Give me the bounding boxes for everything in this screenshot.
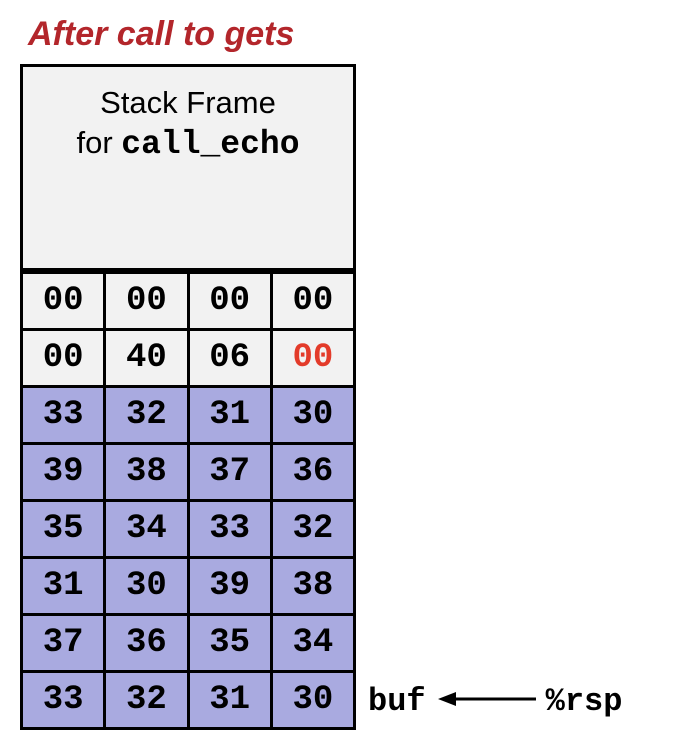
- stack-frame-label: Stack Frame: [100, 85, 276, 120]
- stack-byte: 00: [103, 271, 190, 331]
- return-address-byte: 00: [19, 328, 107, 388]
- stack-frame-call-echo: Stack Frame for call_echo: [20, 64, 356, 271]
- return-address-row: 00 40 06 00: [19, 328, 357, 388]
- buffer-byte: 30: [103, 556, 190, 616]
- stack-byte: 00: [269, 271, 357, 331]
- buf-label: buf: [368, 682, 426, 720]
- buffer-byte: 31: [19, 556, 107, 616]
- buffer-row: 37 36 35 34: [19, 613, 357, 673]
- left-arrow-icon: [437, 689, 538, 714]
- stack-frame-for-text: for: [76, 125, 122, 160]
- function-name-call-echo: call_echo: [121, 126, 300, 163]
- stack-memory-grid: 00 00 00 00 00 40 06 00 33 32 31 30 39 3…: [19, 271, 357, 730]
- buffer-byte: 37: [19, 613, 107, 673]
- buffer-row: 35 34 33 32: [19, 499, 357, 559]
- buffer-byte: 34: [103, 499, 190, 559]
- buffer-byte: 33: [19, 670, 107, 730]
- buffer-byte: 33: [186, 499, 273, 559]
- stack-frame-function-line: for call_echo: [23, 123, 353, 165]
- stack-row: 00 00 00 00: [19, 271, 357, 331]
- buffer-byte: 38: [103, 442, 190, 502]
- buffer-byte: 39: [19, 442, 107, 502]
- buffer-byte: 39: [186, 556, 273, 616]
- buffer-row: 31 30 39 38: [19, 556, 357, 616]
- rsp-register-label: %rsp: [545, 682, 623, 720]
- rsp-pointer: buf %rsp: [368, 676, 622, 726]
- buffer-byte: 38: [269, 556, 357, 616]
- buffer-byte: 31: [186, 670, 273, 730]
- overwritten-byte: 00: [269, 328, 357, 388]
- buffer-byte: 32: [103, 385, 190, 445]
- return-address-byte: 06: [186, 328, 273, 388]
- buffer-byte: 36: [103, 613, 190, 673]
- buffer-byte: 37: [186, 442, 273, 502]
- buffer-byte: 33: [19, 385, 107, 445]
- buffer-byte: 32: [269, 499, 357, 559]
- buffer-byte: 32: [103, 670, 190, 730]
- diagram-title: After call to gets: [28, 15, 295, 53]
- buffer-byte: 36: [269, 442, 357, 502]
- buffer-byte: 35: [19, 499, 107, 559]
- buffer-byte: 30: [269, 385, 357, 445]
- buffer-byte: 31: [186, 385, 273, 445]
- buffer-row: 39 38 37 36: [19, 442, 357, 502]
- return-address-byte: 40: [103, 328, 190, 388]
- buffer-row: 33 32 31 30: [19, 385, 357, 445]
- buffer-byte: 35: [186, 613, 273, 673]
- buffer-byte: 30: [269, 670, 357, 730]
- buffer-byte: 34: [269, 613, 357, 673]
- stack-byte: 00: [19, 271, 107, 331]
- stack-byte: 00: [186, 271, 273, 331]
- buffer-row-buf: 33 32 31 30: [19, 670, 357, 730]
